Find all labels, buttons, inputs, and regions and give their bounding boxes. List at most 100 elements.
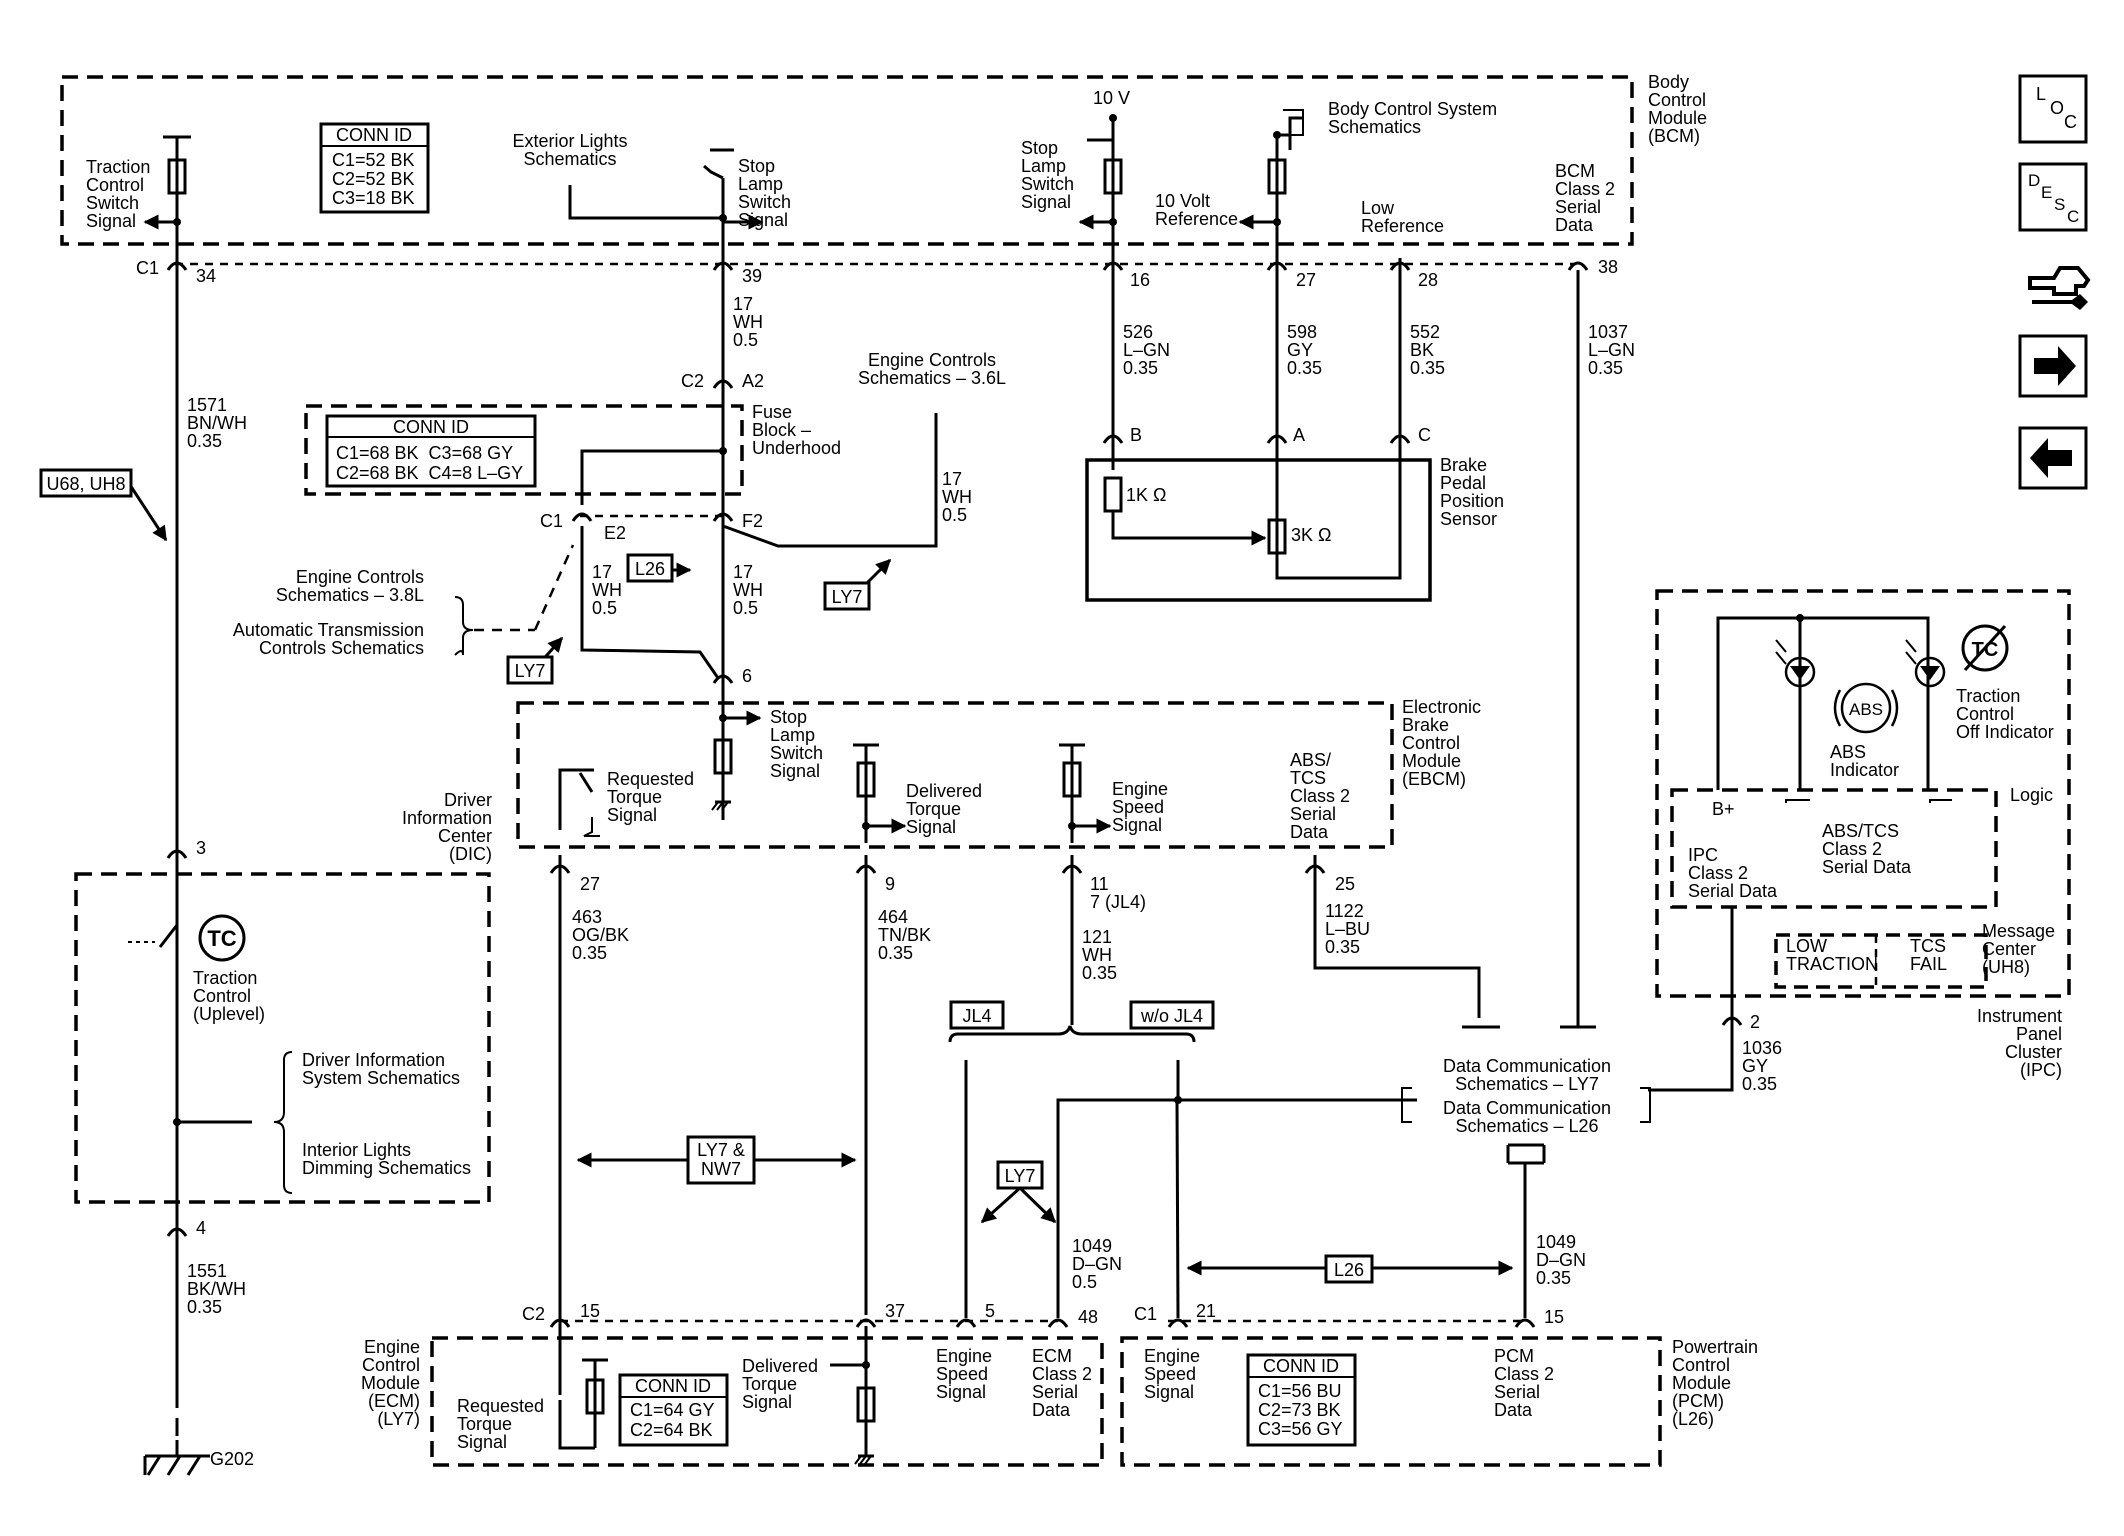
svg-text:17: 17: [733, 562, 753, 582]
svg-text:WH: WH: [733, 580, 763, 600]
svg-text:Body Control System: Body Control System: [1328, 99, 1497, 119]
wire-label-598: 598 GY 0.35: [1287, 322, 1322, 378]
svg-text:17: 17: [592, 562, 612, 582]
svg-text:Signal: Signal: [607, 805, 657, 825]
resistor: [1062, 761, 1082, 798]
wire-label-1571: 1571 BN/WH 0.35: [187, 395, 247, 451]
ebcm-title: Electronic Brake Control Module (EBCM): [1402, 697, 1481, 789]
svg-text:552: 552: [1410, 322, 1440, 342]
svg-text:0.35: 0.35: [1742, 1074, 1777, 1094]
option-tag-ly7-nw7: LY7 & NW7: [686, 1135, 756, 1185]
pin-label: 39: [742, 266, 762, 286]
svg-text:PCM: PCM: [1494, 1346, 1534, 1366]
ground-icon: [711, 800, 731, 811]
svg-text:Serial Data: Serial Data: [1688, 881, 1778, 901]
svg-text:Exterior Lights: Exterior Lights: [512, 131, 627, 151]
svg-text:GY: GY: [1742, 1056, 1768, 1076]
ecm-requested-torque-label: Requested Torque Signal: [457, 1396, 544, 1452]
wire-label-1122: 1122 L–BU 0.35: [1325, 901, 1370, 957]
resistor: [1267, 158, 1287, 195]
svg-text:Speed: Speed: [1112, 797, 1164, 817]
brake-sensor-box: [1085, 458, 1432, 602]
svg-text:E: E: [2041, 183, 2052, 202]
wire-1049-pcm: [1175, 1099, 1180, 1319]
svg-text:Class 2: Class 2: [1494, 1364, 1554, 1384]
option-tag-ly7: LY7: [823, 581, 871, 611]
svg-text:Switch: Switch: [86, 193, 139, 213]
pin-label: B: [1130, 425, 1142, 445]
wire-label-464: 464 TN/BK 0.35: [878, 907, 931, 963]
pin-label: 15: [580, 1301, 600, 1321]
svg-text:Signal: Signal: [457, 1432, 507, 1452]
svg-text:Control: Control: [1648, 90, 1706, 110]
svg-text:TRACTION: TRACTION: [1786, 954, 1878, 974]
svg-text:Switch: Switch: [770, 743, 823, 763]
message-center-label: Message Center (UH8): [1982, 921, 2055, 977]
ipc-boundary: [1655, 589, 2071, 998]
pcm-engine-speed-label: Engine Speed Signal: [1144, 1346, 1200, 1402]
svg-text:Signal: Signal: [1021, 192, 1071, 212]
svg-text:1049: 1049: [1072, 1236, 1112, 1256]
svg-text:Control: Control: [1672, 1355, 1730, 1375]
svg-text:Center: Center: [1982, 939, 2036, 959]
svg-text:Reference: Reference: [1155, 209, 1238, 229]
prev-arrow-icon[interactable]: [2018, 426, 2088, 490]
svg-text:(PCM): (PCM): [1672, 1391, 1724, 1411]
ebcm-abs-tcs-label: ABS/ TCS Class 2 Serial Data: [1290, 750, 1350, 842]
ipc-logic-boundary: [1670, 788, 1998, 909]
pin-label: 25: [1335, 874, 1355, 894]
abs-indicator-icon: ABS: [1833, 682, 1899, 734]
svg-text:Fuse: Fuse: [752, 402, 792, 422]
svg-text:LY7: LY7: [515, 661, 546, 681]
desc-button[interactable]: D E S C: [2018, 162, 2088, 232]
svg-text:TCS: TCS: [1910, 936, 1946, 956]
svg-text:System Schematics: System Schematics: [302, 1068, 460, 1088]
connector-view-icon[interactable]: [2028, 266, 2091, 310]
dic-boundary: [74, 872, 491, 1204]
svg-text:C3=56 GY: C3=56 GY: [1258, 1419, 1343, 1439]
fuse-e2-label: E2: [604, 523, 626, 543]
svg-text:1049: 1049: [1536, 1232, 1576, 1252]
svg-text:LY7: LY7: [1005, 1166, 1036, 1186]
wire-label-17: 17 WH 0.5: [733, 562, 763, 618]
pin-label: 3: [196, 838, 206, 858]
pcm-conn-id: CONN ID C1=56 BU C2=73 BK C3=56 GY: [1246, 1353, 1357, 1447]
svg-text:C2=73 BK: C2=73 BK: [1258, 1400, 1341, 1420]
svg-text:L–GN: L–GN: [1588, 340, 1635, 360]
fuse-conn-id: CONN ID C1=68 BK C3=68 GY C2=68 BK C4=8 …: [325, 414, 537, 488]
svg-text:TCS: TCS: [1290, 768, 1326, 788]
svg-text:BN/WH: BN/WH: [187, 413, 247, 433]
svg-text:Stop: Stop: [1021, 138, 1058, 158]
loc-button[interactable]: L O C: [2018, 74, 2088, 144]
svg-text:Lamp: Lamp: [738, 174, 783, 194]
svg-text:0.35: 0.35: [1123, 358, 1158, 378]
svg-text:Module: Module: [1648, 108, 1707, 128]
svg-text:O: O: [2050, 98, 2064, 118]
svg-text:Signal: Signal: [770, 761, 820, 781]
fuse-f2-label: F2: [742, 511, 763, 531]
svg-text:LY7 &: LY7 &: [697, 1140, 745, 1160]
svg-text:Signal: Signal: [906, 817, 956, 837]
wire-label-17: 17 WH 0.5: [592, 562, 622, 618]
svg-text:0.35: 0.35: [1588, 358, 1623, 378]
driver-info-schematics-label: Driver Information System Schematics: [302, 1050, 460, 1088]
next-arrow-icon[interactable]: [2018, 334, 2088, 398]
svg-text:464: 464: [878, 907, 908, 927]
fuse-a2-label: A2: [742, 371, 764, 391]
svg-text:0.5: 0.5: [942, 505, 967, 525]
svg-text:17: 17: [733, 294, 753, 314]
ebcm-delivered-torque-label: Delivered Torque Signal: [906, 781, 982, 837]
interior-lights-label: Interior Lights Dimming Schematics: [302, 1140, 471, 1178]
ecm-delivered-torque-label: Delivered Torque Signal: [742, 1356, 818, 1412]
svg-text:Engine Controls: Engine Controls: [296, 567, 424, 587]
ipc-class2-label: IPC Class 2 Serial Data: [1688, 845, 1778, 901]
option-tag-l26: L26: [626, 553, 674, 583]
svg-text:NW7: NW7: [701, 1159, 741, 1179]
svg-text:Serial Data: Serial Data: [1822, 857, 1912, 877]
resistor: [856, 1386, 876, 1423]
tcs-fail-label: TCS FAIL: [1910, 936, 1947, 974]
ground-icon: [854, 1454, 874, 1465]
wire-label-17: 17 WH 0.5: [942, 469, 972, 525]
wire-label-1049: 1049 D–GN 0.5: [1072, 1236, 1122, 1292]
